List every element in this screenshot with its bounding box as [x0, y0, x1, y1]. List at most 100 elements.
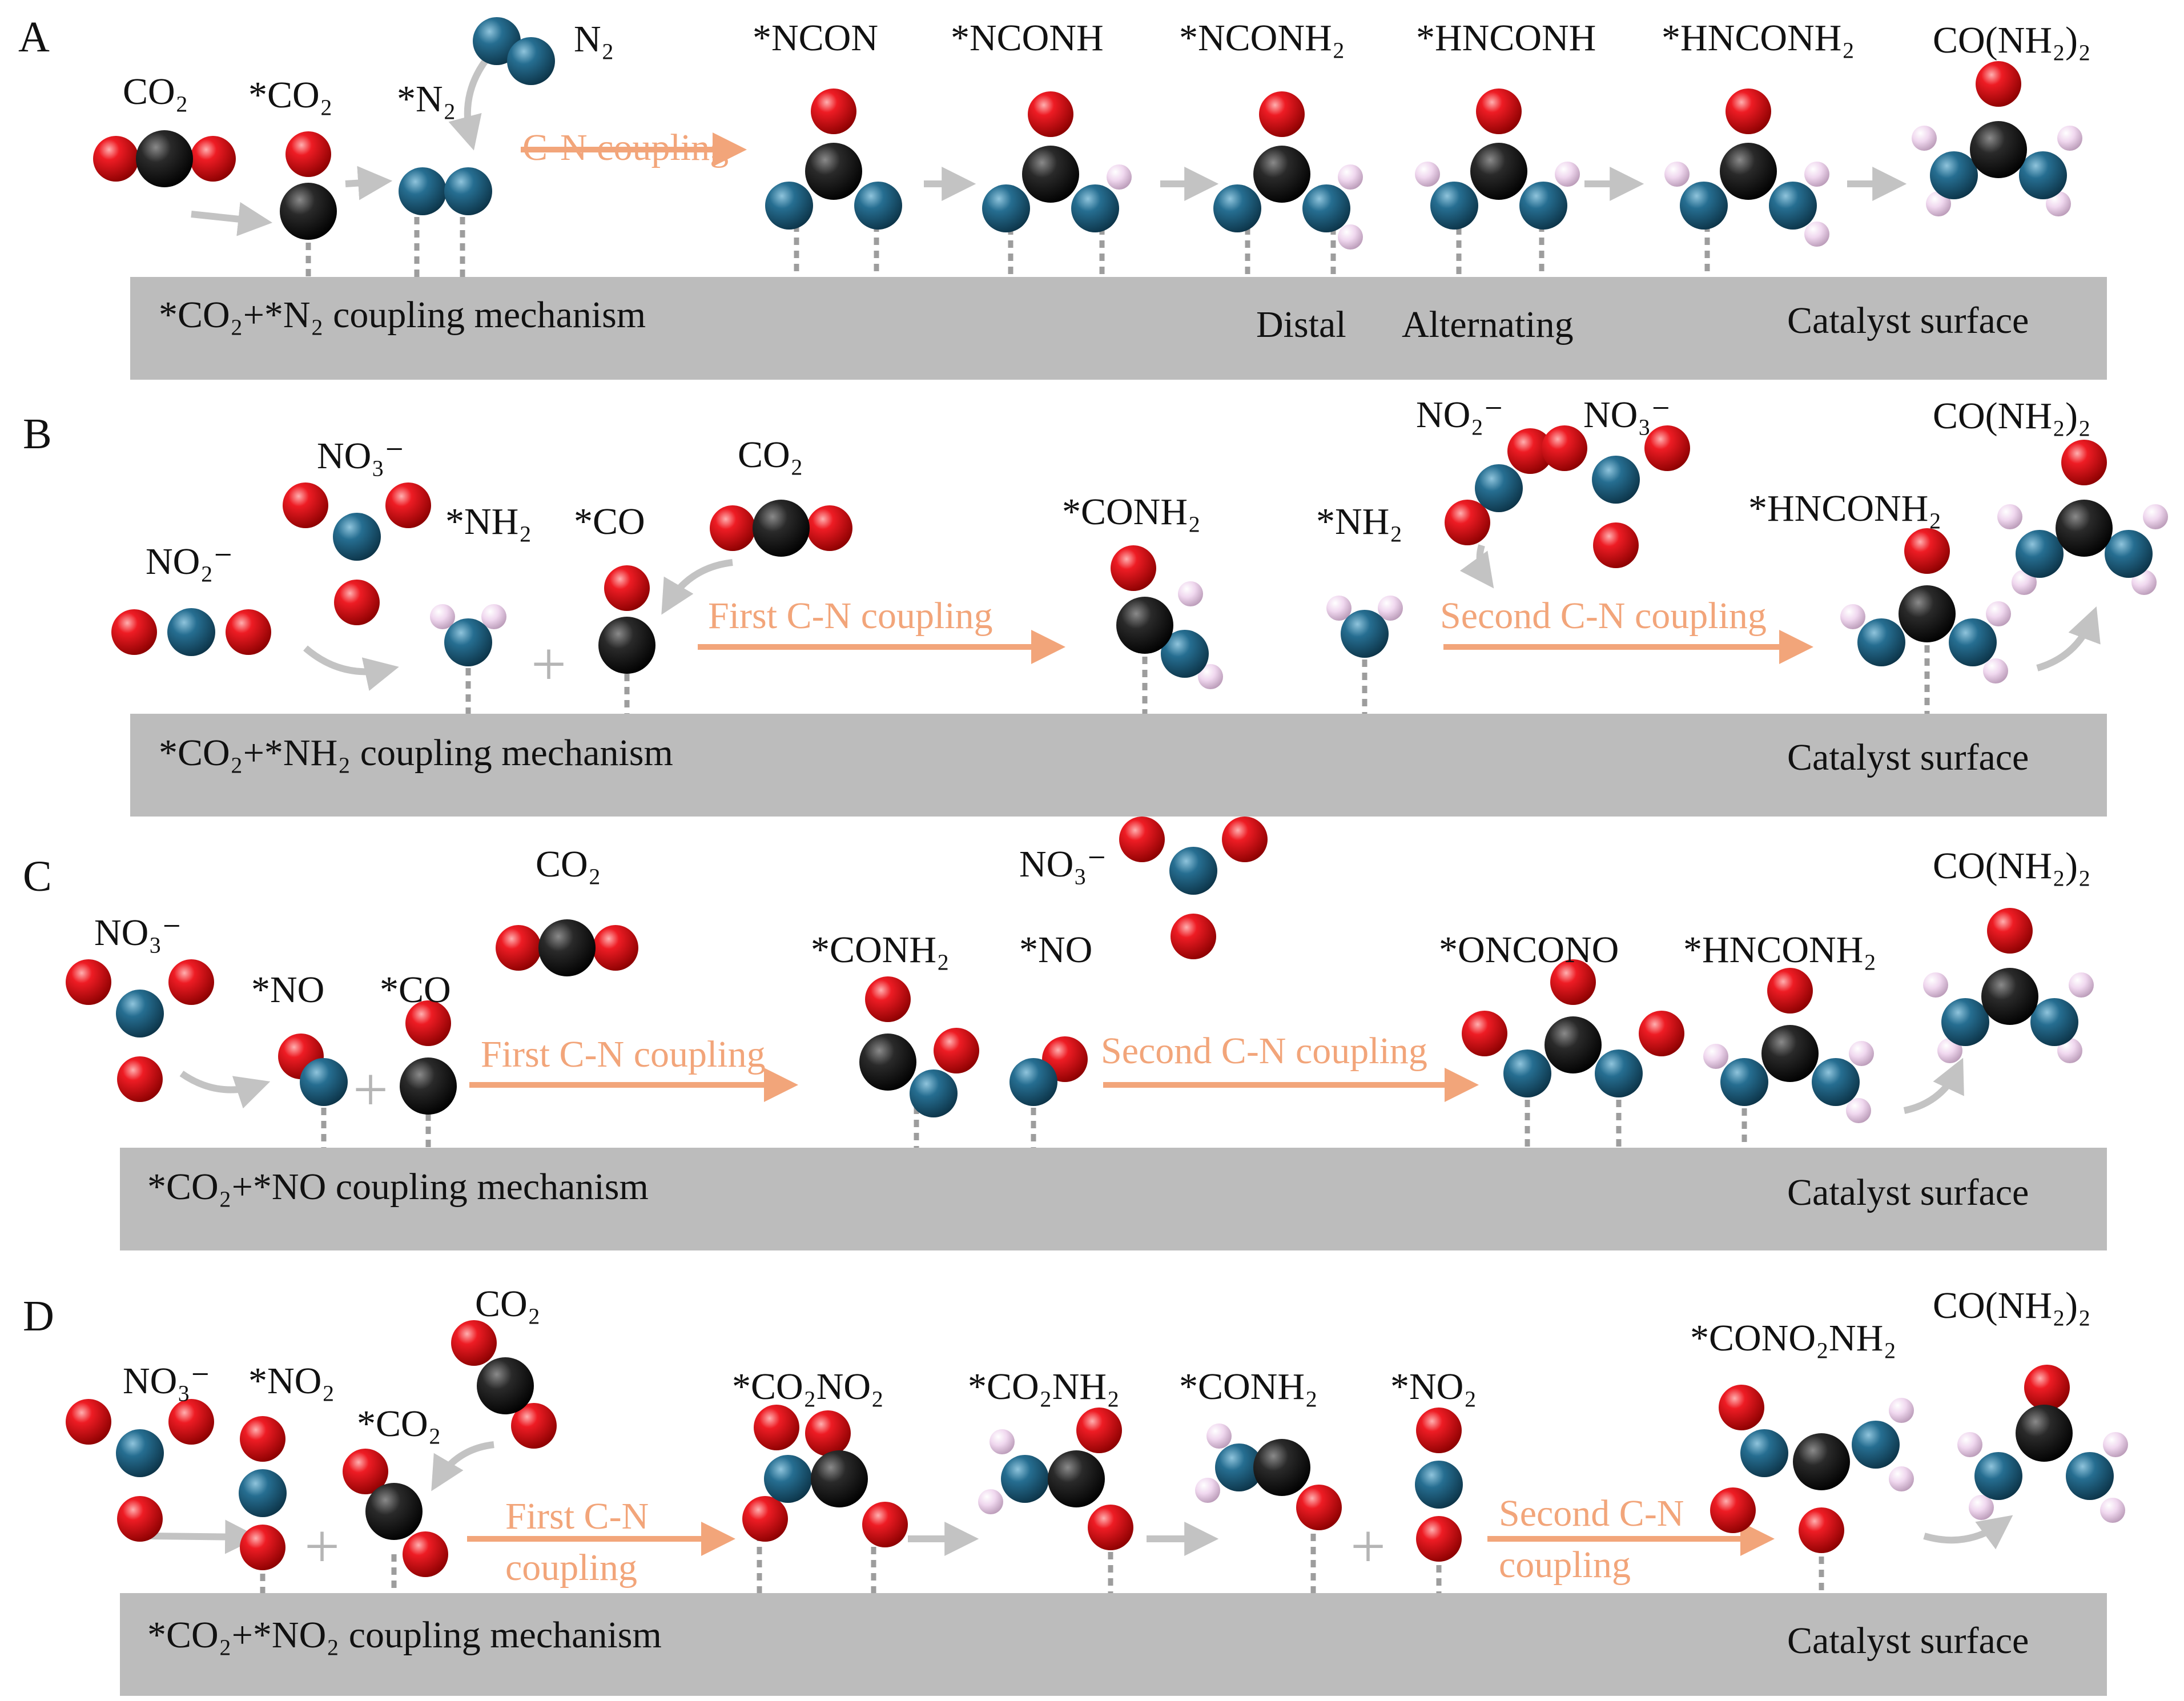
- nitrogen-atom: [333, 513, 381, 561]
- hydrogen-atom: [2057, 1038, 2082, 1063]
- nitrogen-atom: [167, 608, 215, 656]
- molecule: [978, 1408, 1133, 1550]
- catalyst-surface-c: [120, 1148, 2107, 1250]
- species-label: *CO: [574, 501, 645, 542]
- catalyst-surface-a: [130, 277, 2107, 380]
- oxygen-atom: [2061, 440, 2107, 485]
- step-arrow: [179, 1071, 271, 1109]
- oxygen-atom: [1507, 428, 1553, 474]
- oxygen-atom: [1076, 1408, 1122, 1453]
- species-label: NO₃⁻: [1019, 843, 1107, 885]
- species-label: *CO₂: [248, 74, 333, 116]
- molecule: [1664, 89, 1829, 247]
- species-label: *NO₂: [248, 1360, 335, 1402]
- oxygen-atom: [1719, 1385, 1764, 1430]
- species-label: *NCON: [753, 17, 878, 59]
- molecule: [765, 89, 902, 230]
- oxygen-atom: [403, 1531, 448, 1577]
- mechanism-label-d: *CO₂+*NO₂ coupling mechanism: [147, 1614, 662, 1656]
- molecule: [1462, 959, 1684, 1097]
- molecule: [1445, 428, 1553, 545]
- nitrogen-atom: [444, 618, 492, 666]
- step-arrow: [345, 166, 393, 200]
- hydrogen-atom: [1703, 1044, 1728, 1069]
- molecule: [1710, 1385, 1914, 1553]
- arrows: [149, 55, 2101, 1556]
- hydrogen-atom: [1957, 1432, 1982, 1457]
- nitrogen-atom: [854, 182, 902, 230]
- nitrogen-atom: [982, 184, 1030, 232]
- oxygen-atom: [343, 1449, 388, 1494]
- oxygen-atom: [66, 1399, 111, 1445]
- hydrogen-atom: [1804, 162, 1829, 187]
- tethers: [260, 211, 1930, 1593]
- oxygen-atom: [862, 1502, 908, 1547]
- alternating-label: Alternating: [1402, 304, 1574, 345]
- species-label: *CO: [380, 969, 451, 1011]
- oxygen-atom: [1593, 522, 1639, 568]
- species-label: CO₂: [536, 843, 601, 885]
- molecule: [239, 1416, 287, 1570]
- nitrogen-atom: [1941, 998, 1989, 1046]
- step-label-d2: coupling: [505, 1547, 637, 1589]
- species-label: CO₂: [738, 434, 803, 476]
- hydrogen-atom: [1378, 596, 1403, 621]
- oxygen-atom: [593, 925, 638, 971]
- catalyst-surface-b: [130, 714, 2107, 817]
- nitrogen-atom: [1812, 1058, 1860, 1106]
- species-label: *NO: [1019, 929, 1092, 971]
- surface-label-c: Catalyst surface: [1787, 1172, 2029, 1213]
- hydrogen-atom: [978, 1489, 1003, 1514]
- species-label: *CO₂: [357, 1403, 441, 1445]
- hydrogen-atom: [1107, 164, 1132, 190]
- molecule: [1415, 1408, 1463, 1562]
- hydrogen-atom: [1937, 1038, 1962, 1063]
- nitrogen-atom: [1169, 847, 1217, 895]
- carbon-atom: [1970, 121, 2027, 178]
- oxygen-atom: [1222, 817, 1268, 862]
- oxygen-atom: [1445, 500, 1490, 545]
- oxygen-atom: [1111, 545, 1156, 591]
- oxygen-atom: [1726, 89, 1771, 134]
- species-label: *NCONH₂: [1179, 17, 1345, 59]
- carbon-atom: [1981, 968, 2038, 1025]
- molecule: [430, 604, 506, 666]
- molecule: [400, 1000, 457, 1115]
- oxygen-atom: [226, 609, 271, 655]
- carbon-atom: [1048, 1450, 1105, 1507]
- carbon-atom: [1761, 1025, 1819, 1082]
- carbon-atom: [811, 1450, 868, 1507]
- step-label-d1: First C-N: [505, 1495, 649, 1537]
- oxygen-atom: [1028, 91, 1073, 137]
- plus-sign: +: [1350, 1511, 1386, 1581]
- nitrogen-atom: [116, 990, 164, 1038]
- nitrogen-atom: [1852, 1421, 1900, 1469]
- carbon-atom: [1793, 1433, 1850, 1490]
- species-label: NO₃⁻: [94, 912, 182, 954]
- hydrogen-atom: [2103, 1432, 2128, 1457]
- oxygen-atom: [285, 131, 331, 177]
- step-label-c1: First C-N coupling: [481, 1034, 766, 1075]
- hydrogen-atom: [2069, 972, 2094, 998]
- species-label: CO(NH₂)₂: [1933, 395, 2091, 437]
- oxygen-atom: [754, 1405, 799, 1450]
- molecule: [399, 167, 492, 215]
- molecule: [451, 1320, 557, 1449]
- carbon-atom: [365, 1483, 423, 1540]
- step-arrow: [1903, 1057, 1964, 1114]
- carbon-atom: [859, 1034, 916, 1091]
- hydrogen-atom: [1338, 164, 1363, 190]
- oxygen-atom: [805, 1410, 851, 1456]
- oxygen-atom: [604, 565, 650, 611]
- nitrogen-atom: [1503, 1049, 1551, 1097]
- oxygen-atom: [66, 959, 111, 1005]
- species-label: *NO₂: [1390, 1366, 1477, 1408]
- nitrogen-atom: [1161, 630, 1209, 678]
- catalyst-surface-d: [120, 1593, 2107, 1696]
- hydrogen-atom: [1326, 596, 1352, 621]
- oxygen-atom: [385, 482, 431, 528]
- oxygen-atom: [1416, 1516, 1462, 1562]
- carbon-atom: [1545, 1016, 1602, 1073]
- carbon-atom: [1253, 1439, 1310, 1496]
